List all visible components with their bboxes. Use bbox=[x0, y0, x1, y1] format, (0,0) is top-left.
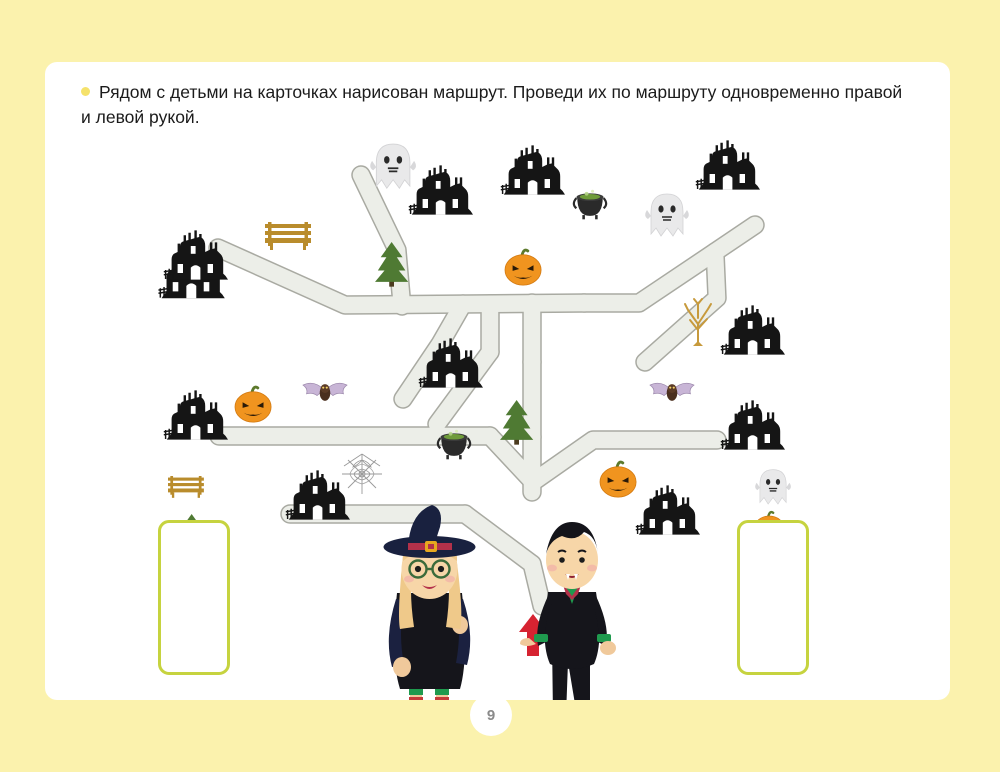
haunted-house-icon bbox=[635, 484, 701, 536]
haunted-house-icon bbox=[500, 144, 566, 196]
vampire-boy-figure bbox=[520, 522, 616, 700]
maze-diagram bbox=[157, 139, 792, 700]
haunted-house-icon bbox=[163, 389, 229, 441]
bat-icon bbox=[302, 382, 348, 402]
decoration-layer bbox=[157, 139, 786, 536]
cauldron-icon bbox=[572, 188, 608, 221]
content-card: Рядом с детьми на карточках нарисован ма… bbox=[45, 62, 950, 700]
haunted-house-icon bbox=[285, 469, 351, 521]
haunted-house-icon bbox=[408, 164, 474, 216]
pumpkin-icon bbox=[503, 248, 543, 287]
witch-girl-figure bbox=[383, 505, 476, 700]
instruction-text: Рядом с детьми на карточках нарисован ма… bbox=[81, 80, 911, 131]
right-answer-card[interactable] bbox=[737, 520, 809, 675]
page-number-badge: 9 bbox=[470, 694, 512, 736]
ghost-icon bbox=[369, 143, 417, 190]
bat-icon bbox=[649, 382, 695, 402]
left-answer-card[interactable] bbox=[158, 520, 230, 675]
spider-web-icon bbox=[341, 453, 383, 495]
haunted-house-icon bbox=[163, 229, 229, 281]
instruction-label: Рядом с детьми на карточках нарисован ма… bbox=[81, 82, 903, 128]
haunted-house-icon bbox=[720, 399, 786, 451]
haunted-house-icon bbox=[695, 139, 761, 191]
bullet-dot-icon bbox=[81, 86, 90, 96]
pumpkin-icon bbox=[598, 460, 638, 499]
pumpkin-icon bbox=[233, 385, 273, 424]
haunted-house-icon bbox=[720, 304, 786, 356]
ghost-icon bbox=[644, 193, 690, 237]
bench-icon bbox=[265, 222, 311, 250]
